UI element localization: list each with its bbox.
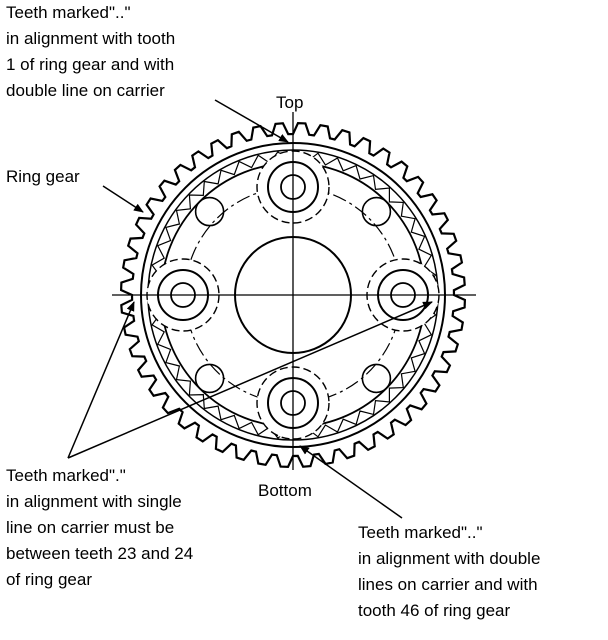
carrier-lobe — [194, 363, 225, 394]
label-top-left: Teeth marked".." in alignment with tooth… — [6, 3, 180, 100]
leader-bottom-left-1 — [67, 301, 135, 459]
carrier-lobe — [194, 196, 225, 227]
label-bottom-left: Teeth marked"." in alignment with single… — [6, 466, 198, 589]
leader-bottom-right — [299, 445, 403, 519]
label-bottom: Bottom — [258, 481, 312, 500]
leader-top-left — [214, 99, 289, 143]
leader-bottom-left-2 — [67, 301, 433, 459]
carrier-lobe — [361, 363, 392, 394]
carrier-lobe — [361, 196, 392, 227]
label-ring-gear: Ring gear — [6, 167, 80, 186]
leader-ring-gear — [102, 185, 144, 213]
label-bottom-right: Teeth marked".." in alignment with doubl… — [358, 523, 545, 620]
label-top: Top — [276, 93, 303, 112]
